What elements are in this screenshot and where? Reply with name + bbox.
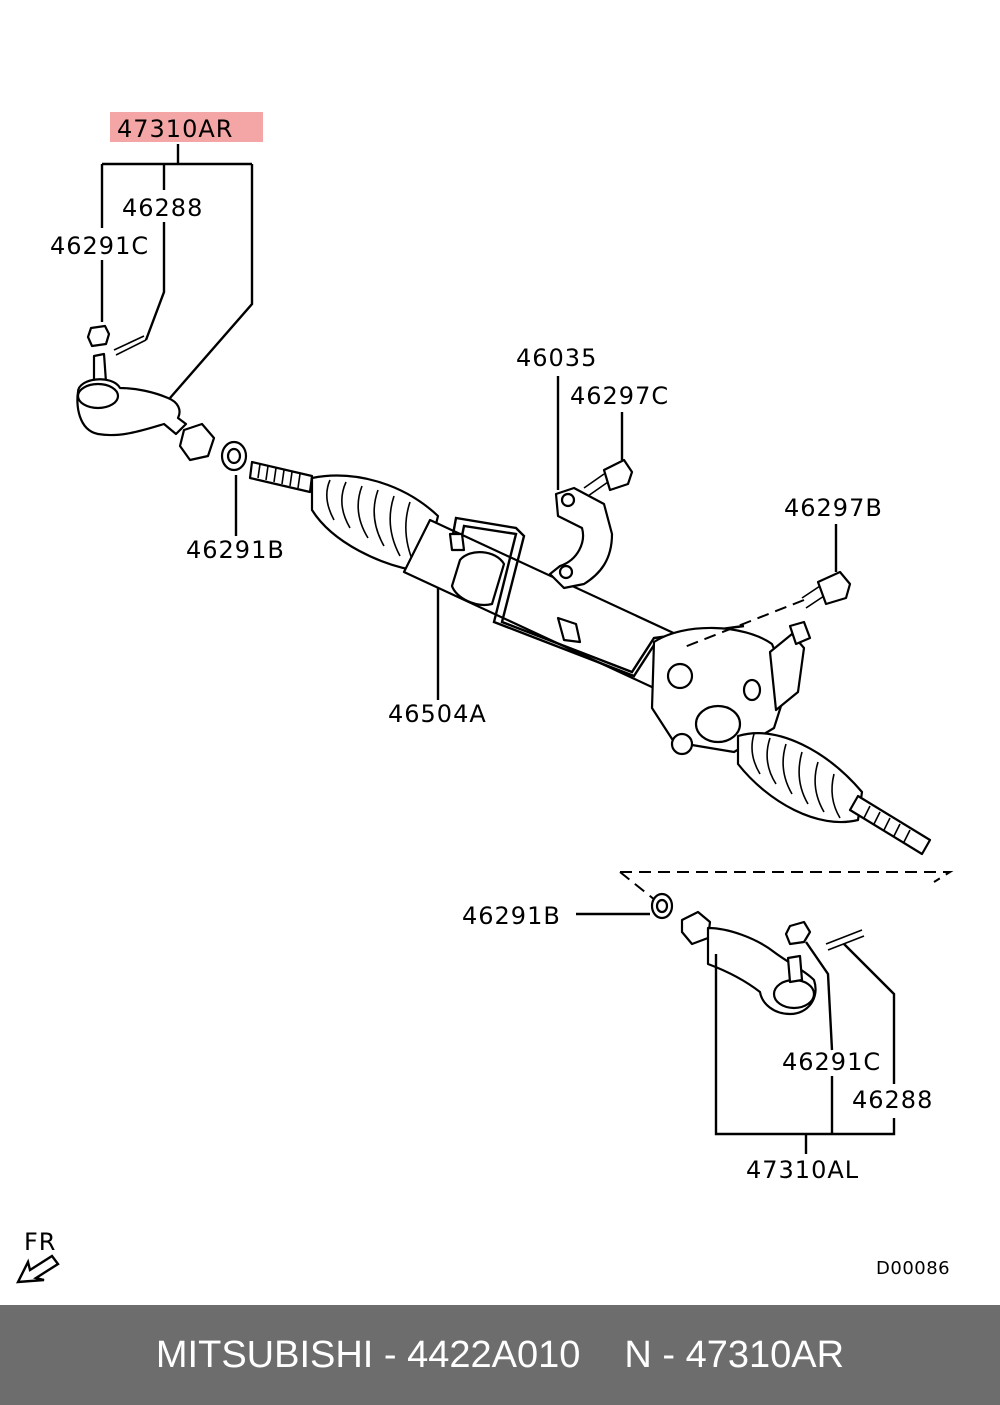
label-46291B-bottom[interactable]: 46291B (462, 902, 561, 930)
bolt-46297C (602, 458, 634, 492)
bolt-46297B (816, 570, 852, 606)
highlight-47310AR (110, 112, 263, 142)
footer-ref-part: N - 47310AR (624, 1333, 845, 1376)
label-46288-top[interactable]: 46288 (122, 194, 203, 222)
tie-rod-end-left (76, 324, 216, 462)
footer-brand-part: MITSUBISHI - 4422A010 (155, 1333, 581, 1376)
label-47310AR[interactable]: 47310AR (117, 115, 233, 143)
label-46035[interactable]: 46035 (516, 344, 597, 372)
label-46288-bottom[interactable]: 46288 (852, 1086, 933, 1114)
label-46297C[interactable]: 46297C (570, 382, 669, 410)
assembly-guide (620, 871, 954, 883)
label-46504A[interactable]: 46504A (388, 700, 487, 728)
direction-arrow-icon (15, 1254, 60, 1284)
drawing-code: D00086 (876, 1258, 950, 1279)
label-47310AR-group: 47310AR (100, 112, 263, 399)
label-46291C-top[interactable]: 46291C (50, 232, 149, 260)
direction-label: FR (24, 1228, 56, 1256)
footer-bar: MITSUBISHI - 4422A010 N - 47310AR (0, 1305, 1000, 1405)
clamp-46035 (548, 486, 614, 590)
label-46297B[interactable]: 46297B (784, 494, 883, 522)
steering-rack (248, 460, 932, 856)
label-47310AL[interactable]: 47310AL (746, 1156, 859, 1184)
castle-nut-left (86, 324, 111, 348)
label-46291C-bottom[interactable]: 46291C (782, 1048, 881, 1076)
parts-diagram: 47310AR 46288 46291C 46291B (15, 112, 954, 1284)
tie-rod-end-right (680, 910, 865, 1016)
label-46291B-top[interactable]: 46291B (186, 536, 285, 564)
